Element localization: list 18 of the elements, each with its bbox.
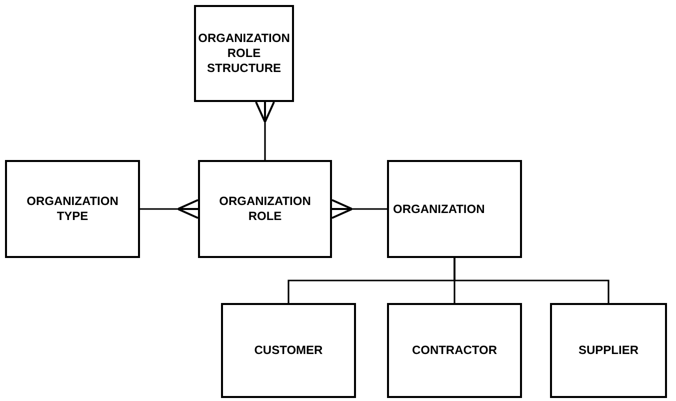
entity-name: CONTRACTOR bbox=[412, 343, 498, 358]
entity-name: ORGANIZATION ROLE STRUCTURE bbox=[198, 31, 290, 76]
entity-box bbox=[550, 303, 667, 398]
entity-name: SUPPLIER bbox=[578, 343, 638, 358]
entity-box bbox=[387, 303, 522, 398]
entity-box bbox=[198, 160, 332, 258]
relationship-line bbox=[255, 101, 275, 160]
entity-box bbox=[221, 303, 356, 398]
entity-name: CUSTOMER bbox=[254, 343, 323, 358]
entity-name: ORGANIZATION ROLE bbox=[218, 194, 312, 224]
entity-box bbox=[194, 5, 294, 102]
relationship-line bbox=[331, 199, 387, 219]
entity-box bbox=[5, 160, 140, 258]
connector-line bbox=[454, 258, 610, 303]
entity-name: ORGANIZATION bbox=[393, 202, 485, 216]
entity-box bbox=[387, 160, 522, 258]
relationship-line bbox=[140, 199, 199, 219]
entity-name: ORGANIZATION TYPE bbox=[26, 194, 120, 224]
